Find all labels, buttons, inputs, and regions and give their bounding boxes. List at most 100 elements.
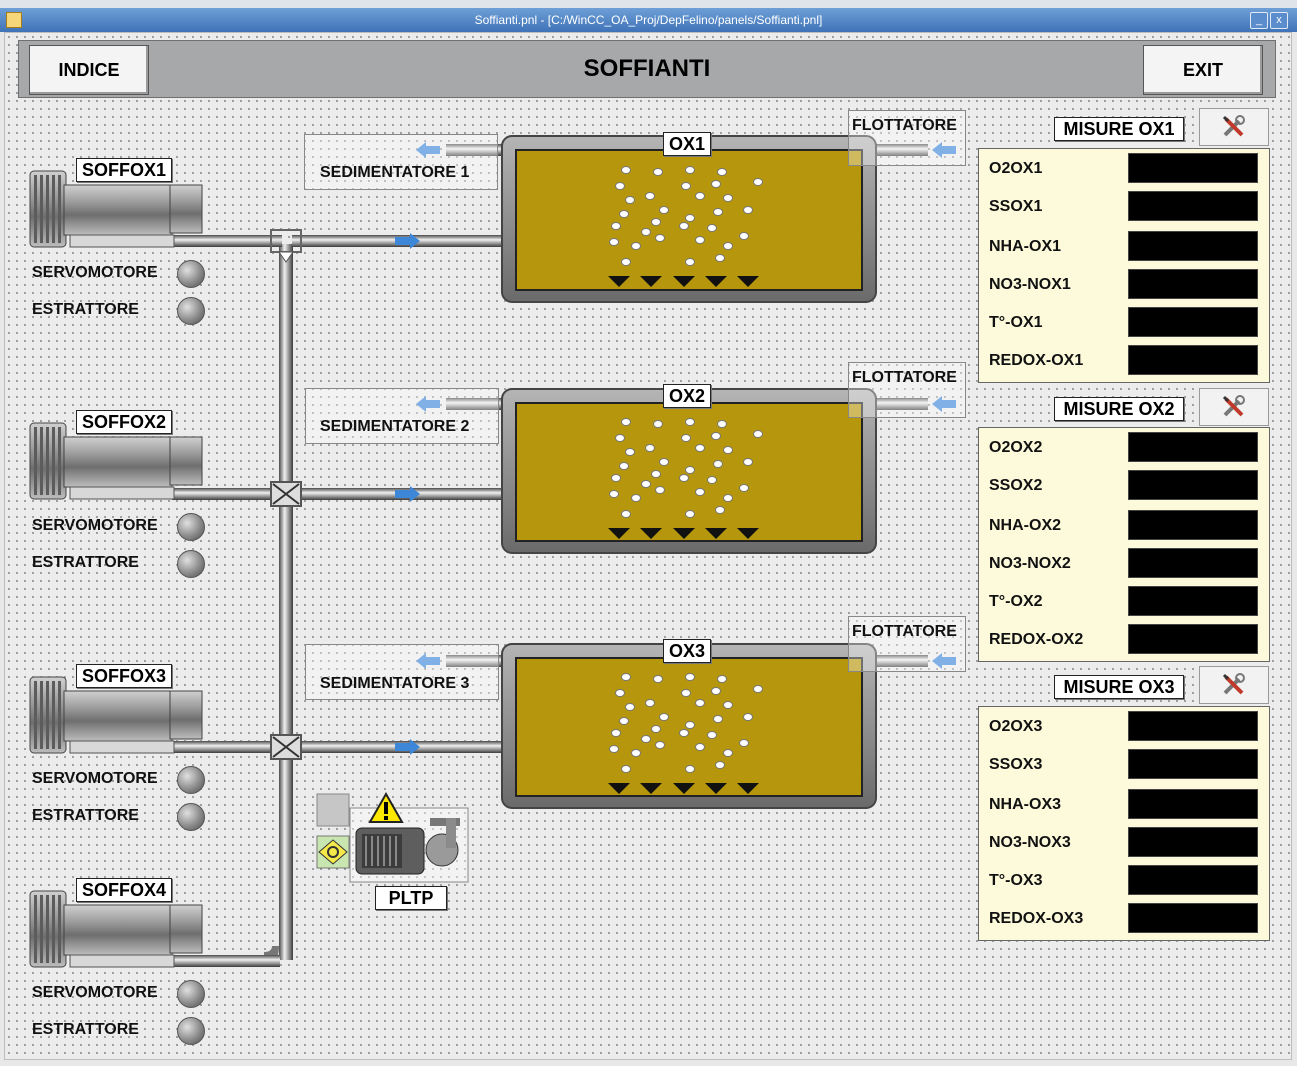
exit-button[interactable]: EXIT — [1143, 45, 1263, 95]
blower-label-2[interactable]: SOFFOX2 — [76, 410, 172, 434]
close-button[interactable]: x — [1270, 12, 1288, 29]
measure-label: NO3-NOX2 — [989, 555, 1071, 572]
measure-label: T°-OX1 — [989, 314, 1043, 331]
measure-label: NO3-NOX3 — [989, 834, 1071, 851]
flottatore-box-2 — [848, 362, 966, 418]
measure-display — [1128, 903, 1258, 933]
measure-label: O2OX3 — [989, 718, 1043, 735]
tool-button-ox2[interactable] — [1199, 388, 1269, 426]
sedimentatore-label-2: SEDIMENTATORE 2 — [320, 418, 470, 435]
misure-panel-ox2 — [978, 427, 1270, 662]
measure-label: NHA-OX3 — [989, 796, 1062, 813]
air-diffusers — [608, 276, 759, 794]
flow-arrows-right — [395, 233, 420, 755]
sedimentatore-label-3: SEDIMENTATORE 3 — [320, 675, 470, 692]
outlet-pipes — [446, 144, 928, 667]
blower-pipe-1 — [172, 235, 282, 247]
servo-status-lamp-4[interactable] — [177, 980, 205, 1008]
sedimentatore-label-1: SEDIMENTATORE 1 — [320, 164, 470, 181]
top-strip — [0, 0, 1297, 8]
wrench-screwdriver-icon — [1222, 115, 1245, 137]
junction-fitting-3 — [270, 734, 302, 760]
sedimentatore-box-2 — [305, 388, 499, 444]
measure-label: NHA-OX2 — [989, 517, 1062, 534]
servo-label-1: SERVOMOTORE — [32, 264, 158, 281]
tool-button-ox1[interactable] — [1199, 108, 1269, 146]
measure-display — [1128, 548, 1258, 578]
servo-status-lamp-1[interactable] — [177, 260, 205, 288]
measure-display — [1128, 624, 1258, 654]
measure-display — [1128, 827, 1258, 857]
air-bubbles — [609, 166, 763, 773]
misure-title-ox1: MISURE OX1 — [1054, 117, 1184, 141]
tool-button-ox3[interactable] — [1199, 666, 1269, 704]
blower-pipe-3 — [172, 741, 282, 753]
extractor-label-1: ESTRATTORE — [32, 301, 139, 318]
junction-fitting-1 — [270, 229, 302, 263]
indice-button[interactable]: INDICE — [29, 45, 149, 95]
blower-pipe-4 — [172, 955, 280, 967]
flottatore-box-1 — [848, 110, 966, 166]
misure-panel-ox1 — [978, 148, 1270, 383]
blower-label-1[interactable]: SOFFOX1 — [76, 158, 172, 182]
measure-label: SSOX2 — [989, 477, 1043, 494]
measure-display — [1128, 510, 1258, 540]
extractor-label-4: ESTRATTORE — [32, 1021, 139, 1038]
warning-triangle-icon — [368, 791, 404, 823]
measure-label: T°-OX3 — [989, 872, 1043, 889]
measure-display — [1128, 432, 1258, 462]
servo-status-lamp-3[interactable] — [177, 766, 205, 794]
servo-label-2: SERVOMOTORE — [32, 517, 158, 534]
extractor-status-lamp-2[interactable] — [177, 550, 205, 578]
tank-label-ox3[interactable]: OX3 — [663, 639, 711, 663]
blower-label-3[interactable]: SOFFOX3 — [76, 664, 172, 688]
servo-status-lamp-2[interactable] — [177, 513, 205, 541]
pump-label[interactable]: PLTP — [375, 886, 447, 910]
flottatore-box-3 — [848, 616, 966, 672]
flottatore-label-1: FLOTTATORE — [852, 117, 957, 134]
servo-label-4: SERVOMOTORE — [32, 984, 158, 1001]
tank-label-ox2[interactable]: OX2 — [663, 384, 711, 408]
misure-title-ox3: MISURE OX3 — [1054, 675, 1184, 699]
blower-pipe-2 — [172, 488, 282, 500]
measure-display — [1128, 586, 1258, 616]
maintenance-icon[interactable] — [316, 835, 350, 869]
measure-display — [1128, 789, 1258, 819]
extractor-label-3: ESTRATTORE — [32, 807, 139, 824]
measure-display — [1128, 269, 1258, 299]
window-titlebar: Soffianti.pnl - [C:/WinCC_OA_Proj/DepFel… — [0, 8, 1297, 32]
measure-display — [1128, 470, 1258, 500]
measure-display — [1128, 191, 1258, 221]
measure-display — [1128, 231, 1258, 261]
junction-fitting-2 — [270, 481, 302, 507]
measure-display — [1128, 307, 1258, 337]
servo-label-3: SERVOMOTORE — [32, 770, 158, 787]
extractor-status-lamp-4[interactable] — [177, 1017, 205, 1045]
measure-label: O2OX2 — [989, 439, 1043, 456]
extractor-status-lamp-3[interactable] — [177, 803, 205, 831]
measure-label: T°-OX2 — [989, 593, 1043, 610]
tank-label-ox1[interactable]: OX1 — [663, 132, 711, 156]
blower-label-4[interactable]: SOFFOX4 — [76, 878, 172, 902]
app-icon — [6, 12, 22, 28]
measure-display — [1128, 345, 1258, 375]
blower-machines — [29, 170, 203, 968]
measure-display — [1128, 749, 1258, 779]
window-title: Soffianti.pnl - [C:/WinCC_OA_Proj/DepFel… — [474, 13, 823, 27]
flow-arrows-left — [416, 142, 956, 669]
header-bar: SOFFIANTI INDICE EXIT — [18, 40, 1276, 98]
measure-label: SSOX3 — [989, 756, 1043, 773]
misure-panel-ox3 — [978, 706, 1270, 941]
page-title: SOFFIANTI — [583, 55, 711, 82]
flottatore-label-3: FLOTTATORE — [852, 623, 957, 640]
misure-title-ox2: MISURE OX2 — [1054, 397, 1184, 421]
measure-label: O2OX1 — [989, 160, 1043, 177]
extractor-status-lamp-1[interactable] — [177, 297, 205, 325]
manifold-pipe — [279, 244, 293, 960]
minimize-button[interactable]: _ — [1250, 12, 1268, 29]
flottatore-label-2: FLOTTATORE — [852, 369, 957, 386]
sedimentatore-box-1 — [304, 134, 498, 190]
pump-icon — [349, 807, 469, 883]
status-square — [316, 793, 350, 827]
